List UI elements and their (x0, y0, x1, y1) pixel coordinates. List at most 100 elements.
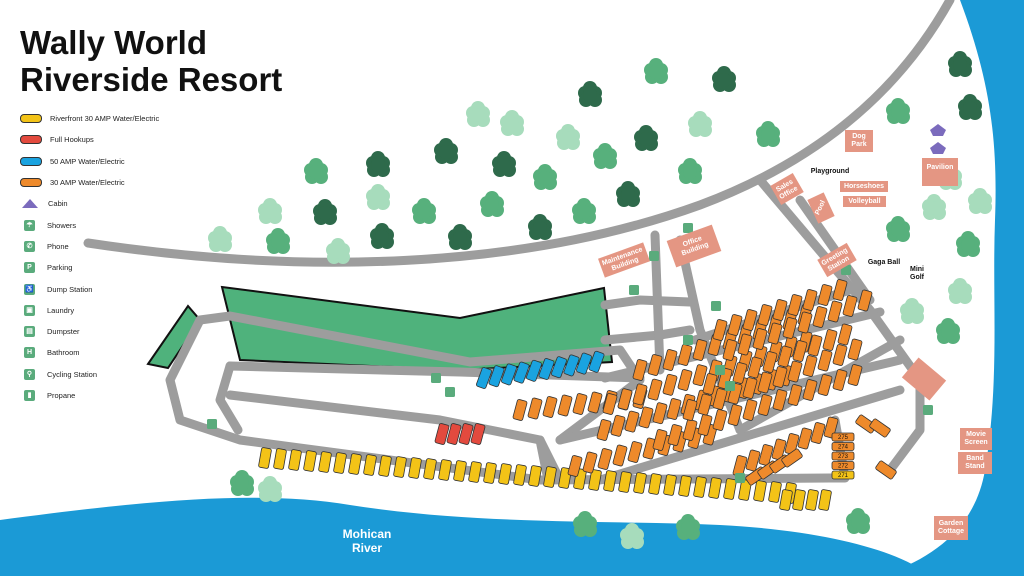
campsite[interactable] (708, 477, 722, 499)
campsite[interactable] (273, 448, 287, 470)
campsite[interactable] (632, 383, 648, 406)
playground-label[interactable]: Playground (810, 168, 850, 175)
campsite[interactable] (662, 349, 678, 371)
campsite[interactable] (423, 458, 437, 480)
campsite[interactable] (627, 441, 643, 463)
campsite[interactable] (757, 394, 773, 416)
campsite[interactable] (612, 444, 628, 467)
dog-park-label[interactable]: Dog Park (851, 133, 867, 148)
campsite[interactable] (648, 473, 662, 495)
amenity-icon[interactable] (629, 285, 639, 295)
campsite-numbered[interactable] (831, 470, 855, 480)
campsite[interactable] (817, 284, 833, 306)
mini-golf-label[interactable]: Mini Golf (910, 266, 924, 281)
amenity-icon[interactable] (683, 335, 693, 345)
campsite[interactable] (767, 322, 783, 345)
campsite[interactable] (677, 344, 693, 366)
campsite[interactable] (787, 294, 803, 316)
campsite[interactable] (797, 427, 813, 450)
campsite[interactable] (512, 399, 528, 421)
campsite[interactable] (576, 352, 592, 375)
campsite[interactable] (702, 373, 718, 395)
campsite[interactable] (817, 374, 833, 396)
campsite[interactable] (787, 360, 803, 383)
campsite[interactable] (602, 393, 618, 415)
campsite[interactable] (847, 364, 863, 386)
campsite[interactable] (667, 424, 683, 446)
campsite[interactable] (768, 481, 782, 503)
campsite[interactable] (542, 396, 558, 418)
campsite[interactable] (582, 451, 598, 474)
campsite[interactable] (772, 389, 788, 411)
campsite[interactable] (758, 444, 774, 466)
campsite[interactable] (805, 489, 819, 511)
campsite[interactable] (526, 359, 542, 382)
campsite[interactable] (802, 379, 818, 401)
campsite[interactable] (666, 398, 682, 420)
campsite[interactable] (817, 349, 833, 372)
campsite[interactable] (832, 279, 848, 301)
campsite[interactable] (712, 388, 728, 410)
campsite[interactable] (792, 340, 808, 362)
campsite[interactable] (875, 460, 897, 480)
campsite[interactable] (822, 329, 838, 351)
campsite[interactable] (812, 306, 828, 328)
campsite[interactable] (632, 359, 648, 381)
pavilion-label[interactable]: Pavilion (926, 164, 954, 171)
amenity-icon[interactable] (431, 373, 441, 383)
amenity-icon[interactable] (683, 223, 693, 233)
campsite[interactable] (722, 339, 738, 361)
campsite[interactable] (737, 333, 753, 356)
campsite[interactable] (617, 388, 633, 411)
campsite[interactable] (434, 423, 450, 445)
campsite[interactable] (476, 367, 492, 389)
campsite[interactable] (682, 419, 698, 441)
campsite[interactable] (682, 399, 698, 421)
campsite[interactable] (782, 317, 798, 339)
campsite[interactable] (587, 391, 603, 414)
campsite[interactable] (652, 402, 668, 425)
campsite[interactable] (470, 423, 486, 445)
campsite[interactable] (692, 364, 708, 387)
campsite[interactable] (588, 469, 602, 491)
garden-cottage-label[interactable]: Garden Cottage (937, 520, 965, 535)
campsite[interactable] (446, 423, 462, 445)
campsite[interactable] (781, 448, 803, 468)
campsite[interactable] (792, 489, 806, 511)
volleyball-label[interactable]: Volleyball (848, 198, 881, 205)
horseshoes-label[interactable]: Horseshoes (843, 183, 885, 190)
campsite[interactable] (501, 363, 517, 386)
campsite[interactable] (557, 394, 573, 417)
campsite[interactable] (563, 354, 580, 377)
campsite[interactable] (596, 419, 612, 441)
campsite[interactable] (551, 356, 567, 379)
amenity-icon[interactable] (725, 381, 735, 391)
campsite[interactable] (488, 365, 505, 388)
campsite[interactable] (303, 450, 317, 472)
campsite[interactable] (603, 470, 617, 492)
campsite[interactable] (438, 459, 452, 481)
campsite[interactable] (772, 366, 788, 388)
campsite[interactable] (333, 452, 347, 474)
campsite[interactable] (857, 289, 873, 312)
campsite[interactable] (727, 314, 743, 336)
campsite[interactable] (697, 414, 713, 436)
campsite[interactable] (762, 351, 778, 373)
campsite[interactable] (712, 409, 728, 431)
campsite[interactable] (597, 448, 613, 470)
campsite[interactable] (779, 489, 793, 511)
gaga-ball-label[interactable]: Gaga Ball (867, 259, 901, 266)
campsite[interactable] (810, 422, 826, 444)
campsite[interactable] (842, 295, 858, 317)
campsite[interactable] (393, 456, 407, 478)
campsite[interactable] (807, 334, 823, 357)
campsite[interactable] (498, 463, 512, 485)
campsite[interactable] (742, 377, 758, 399)
campsite[interactable] (458, 423, 474, 445)
campsite[interactable] (771, 438, 787, 461)
campsite[interactable] (663, 474, 677, 496)
campsite[interactable] (513, 464, 527, 486)
campsite[interactable] (610, 414, 626, 437)
campsite[interactable] (662, 373, 678, 396)
campsite-numbered[interactable] (831, 432, 855, 442)
